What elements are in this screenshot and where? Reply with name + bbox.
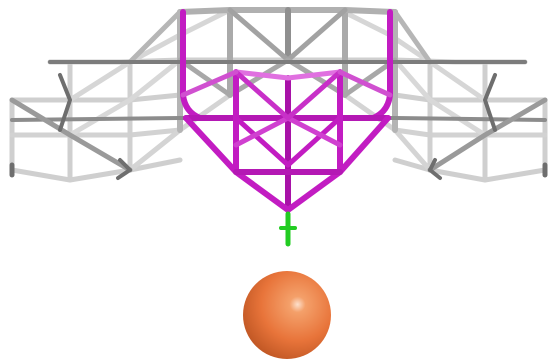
lattice-bond xyxy=(342,7,398,15)
lattice-bond xyxy=(392,9,433,65)
green-connector-bond xyxy=(279,211,297,247)
lattice-bond xyxy=(177,7,233,15)
lattice-bond xyxy=(483,73,497,132)
magenta-subnetwork xyxy=(180,9,393,213)
lattice-bond xyxy=(392,57,488,138)
magenta-bond xyxy=(337,69,393,98)
lattice-bond xyxy=(427,97,548,173)
magenta-bond xyxy=(183,115,391,213)
lattice-bond xyxy=(67,57,183,138)
lattice-bond xyxy=(9,92,183,103)
lattice-bond xyxy=(392,92,548,103)
lattice-bond xyxy=(428,158,442,180)
lattice-bond xyxy=(127,9,183,65)
magenta-bond xyxy=(180,69,239,98)
magenta-bond xyxy=(233,69,343,81)
lattice-bond xyxy=(337,7,488,103)
lattice-bond xyxy=(9,127,183,138)
lattice-bond xyxy=(392,127,548,138)
lattice-bond xyxy=(67,7,233,103)
magenta-bond xyxy=(233,69,343,121)
lattice-bond xyxy=(58,73,72,132)
lattice-bond xyxy=(9,97,133,173)
orange-sphere xyxy=(243,271,331,359)
lattice-bond xyxy=(116,158,132,180)
